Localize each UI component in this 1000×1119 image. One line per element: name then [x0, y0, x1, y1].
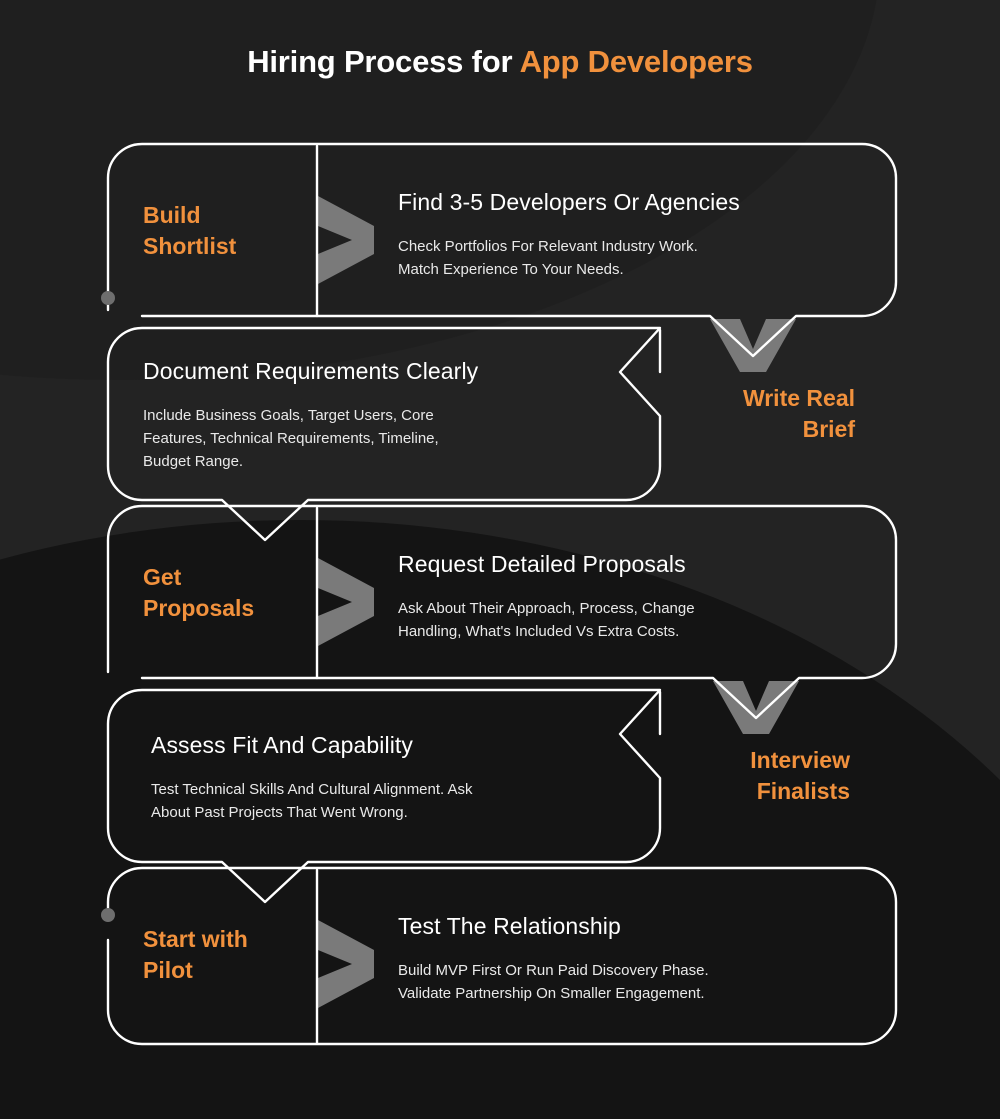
end-dot: [101, 908, 115, 922]
step-heading-4: Assess Fit And Capability: [151, 732, 414, 758]
step-label-write-real-brief: Write Real Brief: [742, 385, 855, 442]
step-label-interview-finalists: Interview Finalists: [750, 747, 850, 804]
start-dot: [101, 291, 115, 305]
page-title: Hiring Process for App Developers: [0, 44, 1000, 80]
page-title-accent: App Developers: [519, 44, 753, 79]
step-heading-2: Document Requirements Clearly: [143, 358, 479, 384]
step-body-3: Ask About Their Approach, Process, Chang…: [398, 600, 695, 640]
chevron-down-icon-step2: [710, 319, 796, 372]
step-body-2: Include Business Goals, Target Users, Co…: [143, 407, 439, 470]
chevron-right-icon-step1: [318, 196, 374, 284]
page-title-plain: Hiring Process for: [247, 44, 520, 79]
step-body-1: Check Portfolios For Relevant Industry W…: [398, 238, 698, 278]
chevron-arrows-layer: [318, 196, 799, 1008]
card-outline-step3: [106, 504, 898, 720]
chevron-right-icon-step3: [318, 558, 374, 646]
card-outline-step5: [106, 866, 898, 1046]
terminal-dots-layer: [101, 291, 115, 922]
step-heading-3: Request Detailed Proposals: [398, 551, 686, 577]
chevron-right-icon-step5: [318, 920, 374, 1008]
step-label-start-with-pilot: Start with Pilot: [143, 926, 248, 983]
step-body-5: Build MVP First Or Run Paid Discovery Ph…: [398, 962, 709, 1002]
step-heading-5: Test The Relationship: [398, 913, 621, 939]
card-outline-step1: [106, 142, 898, 358]
step-heading-1: Find 3-5 Developers Or Agencies: [398, 189, 740, 215]
card-outline-step4: [106, 688, 662, 904]
chevron-down-icon-step4: [713, 681, 799, 734]
card-outline-step2: [106, 326, 662, 542]
step-body-4: Test Technical Skills And Cultural Align…: [151, 781, 473, 821]
card-outlines-layer: [106, 142, 898, 1046]
step-label-get-proposals: Get Proposals: [143, 564, 255, 621]
step-label-build-shortlist: Build Shortlist: [143, 202, 237, 259]
